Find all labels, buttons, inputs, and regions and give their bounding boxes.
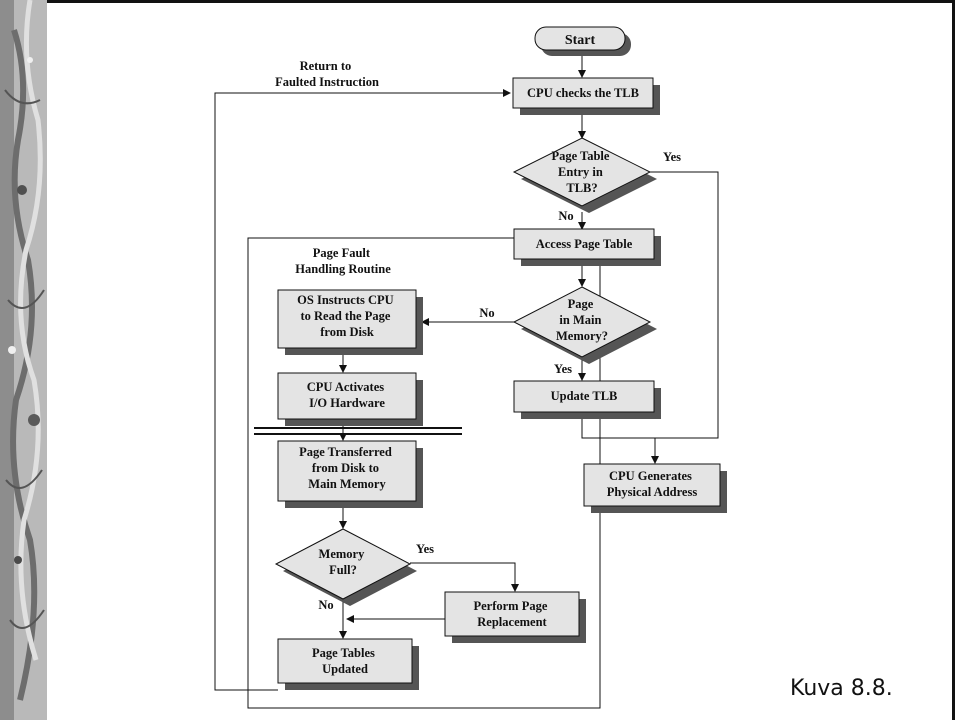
perform-replacement-box: Perform Page Replacement [444, 591, 586, 643]
svg-text:Page Transferred from Di: Page Transferred from Disk to Main Memor… [299, 445, 395, 491]
access-page-table-box: Access Page Table [513, 228, 661, 266]
tables-updated-box: Page Tables Updated [277, 638, 419, 690]
page-transferred-box: Page Transferred from Disk to Main Memor… [277, 440, 423, 508]
svg-text:OS Instructs CPU to Read: OS Instructs CPU to Read the Page from D… [297, 293, 397, 339]
svg-text:Page Tables Updated: Page Tables Updated [312, 646, 378, 676]
memory-full-yes-label: Yes [416, 542, 434, 556]
fault-routine-title: Page Fault Handling Routine [295, 246, 391, 276]
update-tlb-box: Update TLB [513, 380, 661, 419]
check-tlb-box: CPU checks the TLB [512, 77, 660, 115]
return-label: Return to Faulted Instruction [275, 59, 379, 89]
memory-full-decision: Memory Full? [274, 528, 417, 606]
memory-full-no-label: No [318, 598, 333, 612]
figure-caption: Kuva 8.8. [790, 676, 893, 701]
tlb-yes-label: Yes [663, 150, 681, 164]
os-instructs-box: OS Instructs CPU to Read the Page from D… [277, 289, 423, 355]
memory-decision: Page in Main Memory? [512, 286, 657, 364]
tlb-decision: Page Table Entry in TLB? [512, 137, 657, 213]
svg-text:Page in Main Memor: Page in Main Memory? [556, 297, 608, 343]
svg-text:Update TLB: Update TLB [551, 389, 618, 403]
svg-text:CPU Activates I/O Hardwa: CPU Activates I/O Hardware [307, 380, 388, 410]
svg-text:CPU checks the TLB: CPU checks the TLB [527, 86, 639, 100]
svg-text:Memory Full?: Memory Full? [319, 547, 368, 577]
decorative-marble-strip [0, 0, 47, 720]
memory-no-label: No [479, 306, 494, 320]
generate-address-box: CPU Generates Physical Address [583, 463, 727, 513]
connectors [214, 54, 719, 691]
activates-io-box: CPU Activates I/O Hardware [277, 372, 423, 426]
svg-text:Access Page Table: Access Page Table [536, 237, 633, 251]
svg-text:Perform Page Replacement: Perform Page Replacement [473, 599, 550, 629]
svg-text:CPU Generates Physical A: CPU Generates Physical Address [607, 469, 698, 499]
svg-text:Page Table Entry in: Page Table Entry in TLB? [551, 149, 612, 195]
memory-yes-label: Yes [554, 362, 572, 376]
tlb-no-label: No [558, 209, 573, 223]
start-terminal: Start [534, 26, 631, 56]
svg-text:Start: Start [565, 33, 596, 48]
